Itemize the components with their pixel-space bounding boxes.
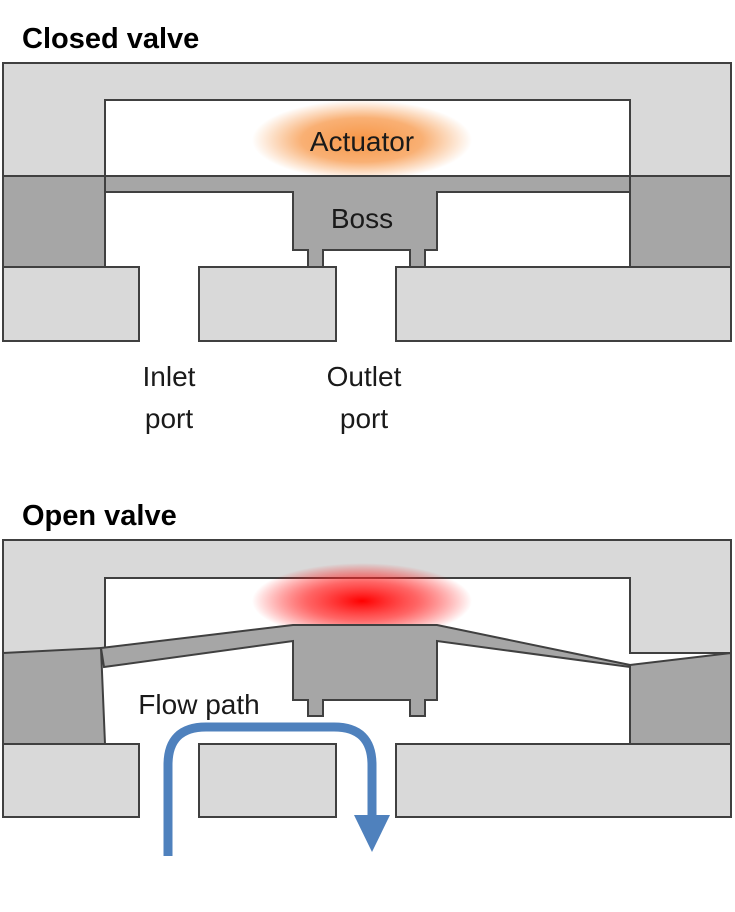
open-valve-title: Open valve bbox=[22, 500, 177, 532]
membrane-boss-deflected bbox=[99, 624, 631, 717]
right-spacer bbox=[629, 175, 732, 268]
bottom-plate-left-open bbox=[2, 743, 140, 818]
outlet-label-line1: Outlet bbox=[327, 361, 402, 392]
outlet-label-line2: port bbox=[340, 403, 388, 434]
actuator-label: Actuator bbox=[310, 126, 414, 157]
bottom-plate-left bbox=[2, 266, 140, 342]
left-spacer-open bbox=[2, 646, 107, 745]
bottom-plate-right bbox=[395, 266, 732, 342]
right-spacer-open bbox=[629, 651, 732, 745]
inlet-label-line2: port bbox=[145, 403, 193, 434]
bottom-plate-middle bbox=[198, 266, 337, 342]
bottom-plate-middle-open bbox=[198, 743, 337, 818]
boss-label: Boss bbox=[331, 203, 393, 234]
open-valve-panel: Open valve Flow path bbox=[2, 500, 732, 856]
bottom-plate-right-open bbox=[395, 743, 732, 818]
inlet-label-line1: Inlet bbox=[143, 361, 196, 392]
closed-valve-panel: Closed valve Actuator Boss Inlet port Ou… bbox=[2, 23, 732, 434]
left-spacer bbox=[2, 175, 106, 268]
closed-valve-title: Closed valve bbox=[22, 23, 199, 55]
flow-path-arrowhead bbox=[354, 815, 390, 852]
flow-path-label: Flow path bbox=[138, 689, 259, 720]
actuator-heat-glow bbox=[252, 100, 472, 180]
actuator-heat-glow-open bbox=[252, 563, 472, 639]
membrane-boss bbox=[104, 175, 631, 268]
flow-path-arrow-line bbox=[163, 722, 377, 856]
